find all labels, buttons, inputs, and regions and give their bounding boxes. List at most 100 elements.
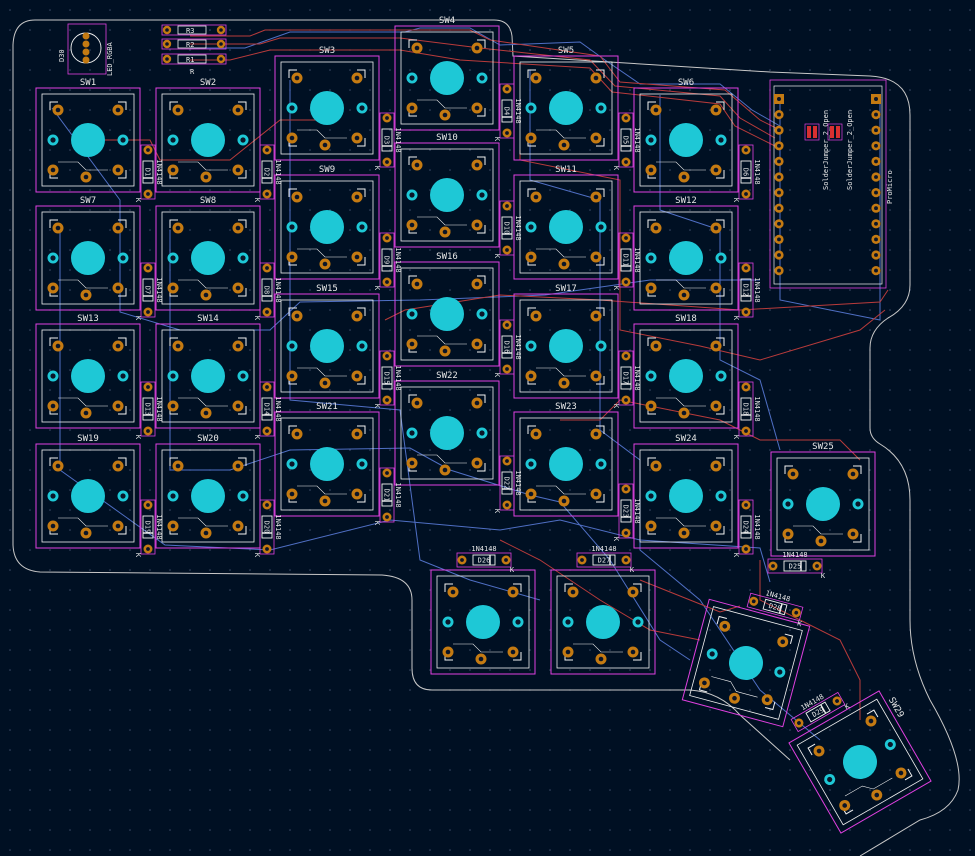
diode-ref-label: D9 [383,256,391,264]
diode-part-label: 1N4148 [633,127,641,152]
diode-part-label: 1N4148 [633,247,641,272]
switch-ref-label: SW23 [555,402,577,412]
diode-cathode-mark: K [253,198,261,203]
switch-stem [549,210,583,244]
promicro-pins-right [871,94,881,276]
diode-ref-label: D7 [144,286,152,294]
switch-stem [71,359,105,393]
diode-part-label: 1N4148 [394,247,402,272]
switch-sw15: SW15 [274,284,380,399]
front-copper-traces [100,29,889,720]
resistor-r2: R2 [161,38,227,50]
diode-part-label: 1N4148 [633,365,641,390]
diode-cathode-mark: K [732,435,740,440]
diode-part-label: 1N4148 [394,127,402,152]
resistor-r1: R1 [161,53,227,65]
switch-sw21: SW21 [274,402,380,517]
diode-ref-label: D19 [144,521,152,534]
diode-cathode-mark: K [612,166,620,171]
switch-stem [310,91,344,125]
switch-stem [806,487,840,521]
diode-ref-label: D26 [478,557,491,565]
board-outline-left [12,19,791,761]
switch-stem [430,61,464,95]
switch-ref-label: SW13 [77,314,99,324]
switch-sw14: SW14 [155,314,261,429]
solder-jumper-1: SolderJumper_2_Open [804,110,830,190]
diode-part-label: 1N4148 [274,396,282,421]
diode-cathode-mark: K [493,509,501,514]
switch-sw12: SW12 [633,196,739,311]
switch-stem [430,297,464,331]
diode-part-label: 1N4148 [753,514,761,539]
switch-stem [586,605,620,639]
switch-stem [71,123,105,157]
resistor-r3: R3 [161,24,227,36]
diode-part-label: 1N4148 [274,514,282,539]
diode-part-label: 1N4148 [471,545,496,553]
diode-cathode-mark: K [732,553,740,558]
diode-cathode-mark: K [373,404,381,409]
diode-ref-label: D12 [742,284,750,297]
diode-part-label: 1N4148 [274,277,282,302]
diode-part-label: 1N4148 [514,334,522,359]
diode-ref-label: D28 [768,602,782,613]
controller-ref: ProMicro [886,170,894,204]
switch-stem [729,646,763,680]
diode-part-label: 1N4148 [394,365,402,390]
switch-sw7: SW7 [35,196,141,311]
switch-ref-label: SW18 [675,314,697,324]
switch-stem [549,329,583,363]
diode-part-label: 1N4148 [514,215,522,240]
diode-cathode-mark: K [373,166,381,171]
switch-sw22: SW22 [394,371,500,486]
switch-stem [669,241,703,275]
diode-ref-label: D27 [598,557,611,565]
diode-ref-label: D22 [503,477,511,490]
switch-sw2: SW2 [155,78,261,193]
switch-ref-label: SW11 [555,165,577,175]
diode-cathode-mark: K [134,198,142,203]
diode-ref-label: D3 [383,136,391,144]
switch-sw19: SW19 [35,434,141,549]
switch-stem [466,605,500,639]
switch-ref-label: SW14 [197,314,219,324]
switch-ref-label: SW15 [316,284,338,294]
switch-ref-label: SW7 [80,196,96,206]
switch-stem [191,241,225,275]
diode-cathode-mark: K [732,316,740,321]
solder-jumper-2: SolderJumper_2_Open [827,110,854,190]
diode-cathode-mark: K [612,537,620,542]
diode-ref-label: D1 [144,168,152,176]
diode-ref-label: D17 [622,372,630,385]
diode-ref-label: D8 [263,286,271,294]
diode-ref-label: D11 [622,254,630,267]
switch-stem [310,447,344,481]
diode-cathode-mark: K [134,553,142,558]
switch-sw16: SW16 [394,252,500,367]
diode-part-label: 1N4148 [155,159,163,184]
led-ref: D30 [58,49,66,62]
diode-part-label: 1N4148 [155,514,163,539]
switch-stem [843,745,877,779]
switch-ref-label: SW25 [812,442,834,452]
switch-ref-label: SW17 [555,284,577,294]
switch-sw6: SW6 [633,78,739,193]
